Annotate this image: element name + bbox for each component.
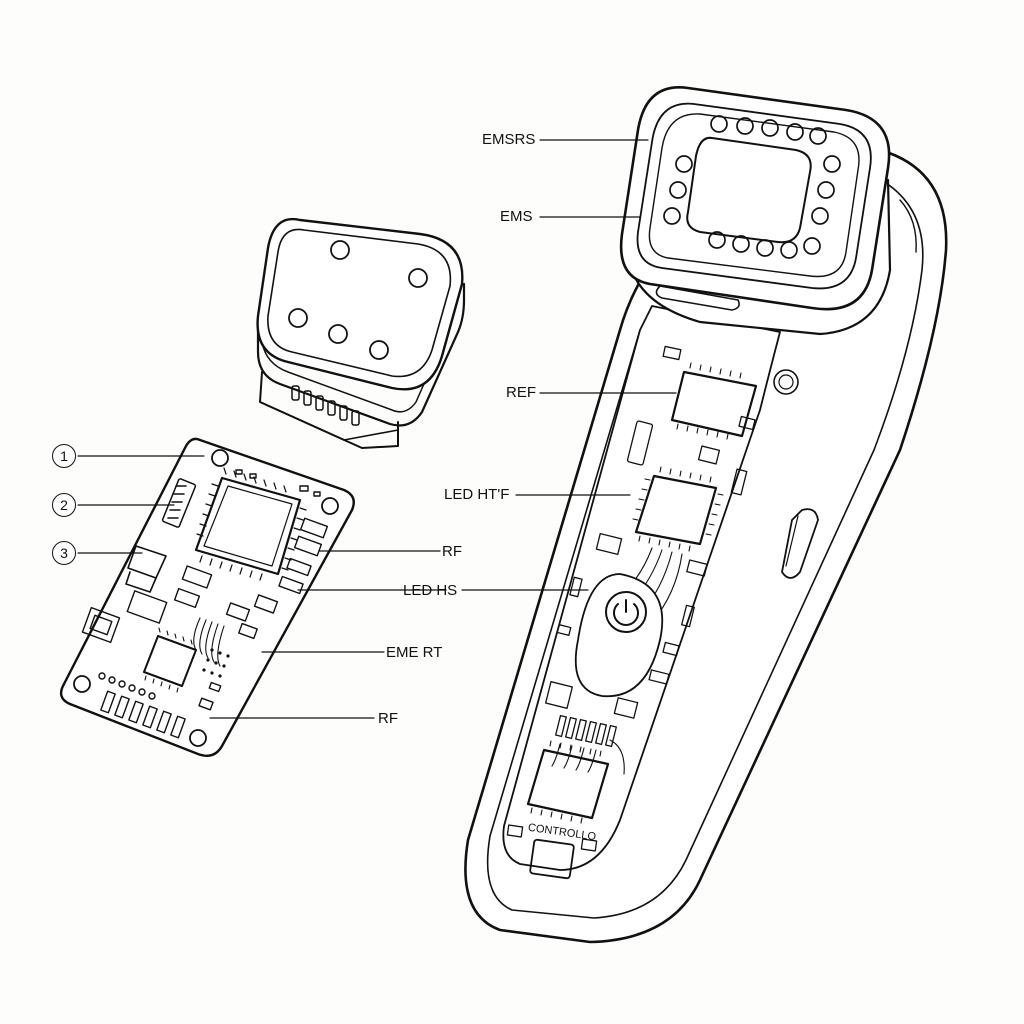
label-device-led-htf: LED HT'F xyxy=(444,486,510,503)
label-device-ems: EMS xyxy=(500,208,533,225)
label-board-led-hs: LED HS xyxy=(403,582,458,599)
circuit-board xyxy=(59,437,355,757)
callout-number-1: 1 xyxy=(52,444,76,468)
handheld-device: CONTROLLO xyxy=(464,86,948,944)
label-device-ref: REF xyxy=(506,384,536,401)
label-device-emsrs: EMSRS xyxy=(482,131,536,148)
callout-number-2: 2 xyxy=(52,493,76,517)
electrode-head-module xyxy=(256,217,466,449)
label-board-rf-top: RF xyxy=(442,543,462,560)
label-board-eme-rt: EME RT xyxy=(386,644,443,661)
label-board-rf-bottom: RF xyxy=(378,710,398,727)
callout-number-3: 3 xyxy=(52,541,76,565)
leader-lines xyxy=(77,139,677,719)
